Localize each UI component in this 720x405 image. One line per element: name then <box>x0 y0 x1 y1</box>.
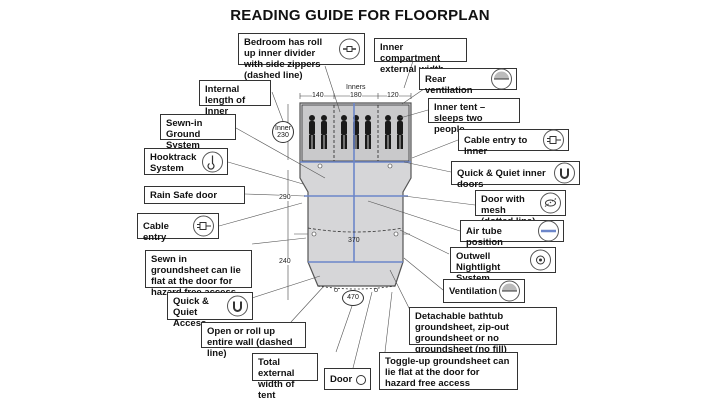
page-title: READING GUIDE FOR FLOORPLAN <box>230 7 490 24</box>
label-total-external-width: Total external width of tent <box>252 353 318 401</box>
magnet-icon <box>227 295 248 317</box>
mesh-door-icon <box>540 192 561 214</box>
label-total-external-width-text: Total external width of tent <box>258 357 295 401</box>
label-bedroom-text: Bedroom has roll up inner divider with s… <box>244 37 323 81</box>
inner-width-3: 120 <box>387 92 399 99</box>
label-quick-quiet-access: Quick & Quiet Access <box>167 292 253 329</box>
label-internal-length: Internal length of Inner <box>199 80 271 117</box>
label-ventilation: Ventilation <box>443 279 525 303</box>
label-cable-entry-inner: Cable entry to Inner <box>458 129 569 157</box>
plug-icon <box>543 129 564 151</box>
label-air-tube: Air tube position <box>460 220 564 248</box>
inner-length-circle: Inner 230 <box>272 121 294 143</box>
label-air-tube-text: Air tube position <box>466 226 503 248</box>
label-sewn-in-ground: Sewn-in Ground System <box>160 114 236 151</box>
label-cable-entry-inner-text: Cable entry to Inner <box>464 135 528 157</box>
label-detachable-bathtub: Detachable bathtub groundsheet, zip-out … <box>409 307 557 355</box>
label-toggle-up-text: Toggle-up groundsheet can lie flat at th… <box>385 356 510 389</box>
air-tube-icon <box>538 220 559 242</box>
label-rear-ventilation: Rear ventilation <box>419 68 517 96</box>
label-door-text: Door <box>330 374 353 385</box>
divider-zip-icon <box>339 38 360 60</box>
label-open-roll-wall: Open or roll up entire wall (dashed line… <box>201 322 306 359</box>
label-quick-quiet-access-text: Quick & Quiet Access <box>173 296 209 329</box>
label-cable-entry-text: Cable entry <box>143 221 169 243</box>
plug-icon <box>193 215 214 237</box>
door-icon <box>356 375 366 385</box>
label-internal-length-text: Internal length of Inner <box>205 84 246 117</box>
air-tubes <box>300 103 411 263</box>
side-dim-290: 290 <box>279 194 291 201</box>
label-outwell-nightlight-text: Outwell Nightlight System <box>456 251 501 284</box>
label-sewn-groundsheet: Sewn in groundsheet can lie flat at the … <box>145 250 252 298</box>
label-rain-safe: Rain Safe door <box>144 186 245 204</box>
vent-icon <box>499 280 520 302</box>
label-bedroom: Bedroom has roll up inner divider with s… <box>238 33 365 81</box>
label-hooktrack-text: Hooktrack System <box>150 152 197 174</box>
label-rear-ventilation-text: Rear ventilation <box>425 74 473 96</box>
label-quick-quiet-inner: Quick & Quiet inner doors <box>451 161 580 190</box>
label-inner-compartment: Inner compartment external width <box>374 38 467 75</box>
label-open-roll-wall-text: Open or roll up entire wall (dashed line… <box>207 326 293 359</box>
label-sewn-in-ground-text: Sewn-in Ground System <box>166 118 203 151</box>
magnet-icon <box>554 162 575 184</box>
label-ventilation-text: Ventilation <box>449 286 498 297</box>
label-inner-tent-text: Inner tent – sleeps two people <box>434 102 486 135</box>
inner-length-label: Inner <box>275 125 291 132</box>
inners-label: Inners <box>346 84 366 91</box>
label-inner-compartment-text: Inner compartment external width <box>380 42 444 75</box>
hook-icon <box>202 151 223 172</box>
label-door-mesh: Door with mesh (dotted line) <box>475 190 566 227</box>
nightlight-icon <box>530 249 551 271</box>
total-width-circle: 470 <box>342 290 364 306</box>
vent-icon <box>491 68 512 90</box>
label-quick-quiet-inner-text: Quick & Quiet inner doors <box>457 168 546 190</box>
side-dim-240: 240 <box>279 258 291 265</box>
label-detachable-bathtub-text: Detachable bathtub groundsheet, zip-out … <box>415 311 509 355</box>
inner-width-2: 180 <box>350 92 362 99</box>
leader-lines <box>218 51 476 373</box>
label-door: Door <box>324 368 371 390</box>
inner-width-1: 140 <box>312 92 324 99</box>
inner-length-value: 230 <box>277 132 289 139</box>
width-dim-370: 370 <box>348 237 360 244</box>
label-cable-entry: Cable entry <box>137 213 219 243</box>
total-width-value: 470 <box>347 294 359 301</box>
label-inner-tent: Inner tent – sleeps two people <box>428 98 520 135</box>
label-rain-safe-text: Rain Safe door <box>150 190 218 201</box>
label-outwell-nightlight: Outwell Nightlight System <box>450 247 556 284</box>
label-toggle-up: Toggle-up groundsheet can lie flat at th… <box>379 352 518 390</box>
label-hooktrack: Hooktrack System <box>144 148 228 175</box>
